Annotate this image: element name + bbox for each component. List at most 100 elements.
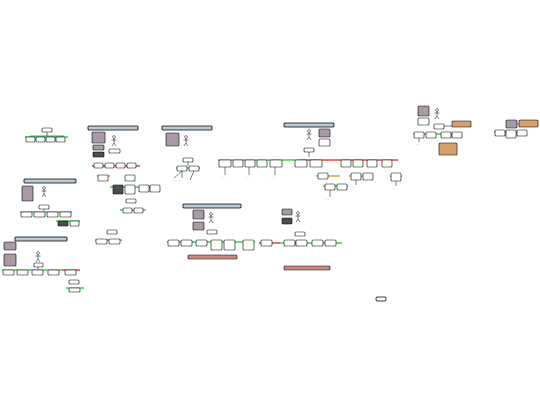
child-node[interactable] bbox=[309, 159, 323, 168]
process-node[interactable] bbox=[108, 148, 121, 154]
process-node[interactable] bbox=[294, 231, 306, 237]
child-node[interactable] bbox=[283, 239, 296, 247]
sub-node[interactable] bbox=[124, 184, 136, 195]
child-node[interactable] bbox=[195, 239, 208, 247]
alert-box[interactable] bbox=[187, 254, 238, 260]
child-node[interactable] bbox=[16, 269, 29, 276]
sub-node[interactable] bbox=[125, 198, 137, 204]
child-node[interactable] bbox=[244, 159, 256, 168]
leaf-node[interactable] bbox=[95, 238, 108, 245]
actor-card[interactable] bbox=[92, 144, 105, 151]
child-node[interactable] bbox=[366, 159, 378, 168]
child-node[interactable] bbox=[218, 159, 232, 168]
child-node[interactable] bbox=[242, 239, 255, 251]
sub-node[interactable] bbox=[57, 220, 69, 227]
child-node[interactable] bbox=[256, 159, 268, 168]
process-node[interactable] bbox=[92, 151, 105, 158]
root-node[interactable] bbox=[41, 127, 53, 133]
actor-card[interactable] bbox=[318, 138, 331, 147]
child-node[interactable] bbox=[64, 269, 77, 276]
child-node[interactable] bbox=[425, 131, 437, 139]
process-node[interactable] bbox=[106, 229, 118, 235]
child-node[interactable] bbox=[381, 159, 393, 168]
child-node[interactable] bbox=[31, 269, 44, 276]
child-node[interactable] bbox=[33, 211, 46, 218]
actor-card[interactable] bbox=[192, 209, 205, 220]
child-node[interactable] bbox=[35, 136, 46, 143]
leaf-node[interactable] bbox=[133, 207, 144, 214]
leaf-node[interactable] bbox=[108, 238, 121, 245]
child-node[interactable] bbox=[46, 211, 59, 218]
note-box[interactable] bbox=[451, 120, 472, 128]
child-node[interactable] bbox=[505, 129, 517, 139]
actor-card[interactable] bbox=[21, 185, 34, 202]
process-node[interactable] bbox=[206, 229, 218, 235]
child-node[interactable] bbox=[451, 131, 463, 139]
child-node[interactable] bbox=[93, 162, 104, 169]
note-box[interactable] bbox=[438, 142, 458, 156]
sub-node[interactable] bbox=[138, 184, 150, 193]
note-box[interactable] bbox=[518, 119, 539, 128]
child-node[interactable] bbox=[232, 159, 244, 168]
child-node[interactable] bbox=[2, 269, 15, 276]
sub-node[interactable] bbox=[124, 174, 136, 182]
child-node[interactable] bbox=[223, 239, 236, 251]
child-node[interactable] bbox=[440, 131, 452, 139]
child-node[interactable] bbox=[167, 239, 180, 247]
child-node[interactable] bbox=[311, 239, 324, 247]
child-node[interactable] bbox=[294, 159, 308, 168]
alert-box[interactable] bbox=[283, 265, 331, 271]
child-node[interactable] bbox=[210, 239, 223, 251]
child-node[interactable] bbox=[340, 159, 352, 168]
sub-node[interactable] bbox=[317, 172, 329, 180]
sub-node[interactable] bbox=[362, 172, 374, 181]
child-node[interactable] bbox=[55, 136, 66, 143]
sub-node[interactable] bbox=[350, 172, 362, 181]
child-node[interactable] bbox=[494, 129, 506, 137]
child-node[interactable] bbox=[126, 162, 137, 169]
child-node[interactable] bbox=[115, 162, 126, 169]
sub-node[interactable] bbox=[390, 172, 402, 182]
child-node[interactable] bbox=[47, 269, 60, 276]
actor-card[interactable] bbox=[192, 221, 205, 231]
actor-card[interactable] bbox=[417, 117, 430, 126]
process-node[interactable] bbox=[38, 204, 50, 210]
leaf-node[interactable] bbox=[122, 207, 133, 214]
sub-node[interactable] bbox=[324, 183, 336, 191]
child-node[interactable] bbox=[516, 129, 528, 137]
sub-node[interactable] bbox=[68, 287, 81, 293]
sub-node[interactable] bbox=[68, 279, 80, 285]
actor-card[interactable] bbox=[318, 128, 331, 138]
actor-card[interactable] bbox=[281, 217, 293, 225]
process-node[interactable] bbox=[303, 147, 315, 153]
process-node[interactable] bbox=[33, 262, 44, 268]
child-node[interactable] bbox=[20, 211, 33, 218]
legend-box[interactable] bbox=[375, 296, 387, 302]
child-node[interactable] bbox=[188, 165, 200, 172]
process-node[interactable] bbox=[433, 123, 445, 130]
child-node[interactable] bbox=[413, 131, 425, 139]
actor-card[interactable] bbox=[3, 253, 17, 267]
child-node[interactable] bbox=[180, 239, 193, 247]
actor-card[interactable] bbox=[91, 131, 106, 144]
actor-card[interactable] bbox=[3, 241, 17, 251]
sub-node[interactable] bbox=[69, 220, 80, 227]
child-node[interactable] bbox=[59, 211, 72, 218]
sub-node[interactable] bbox=[149, 184, 161, 193]
child-node[interactable] bbox=[260, 239, 273, 247]
child-node[interactable] bbox=[45, 136, 56, 143]
process-node[interactable] bbox=[182, 157, 194, 163]
child-node[interactable] bbox=[269, 159, 283, 168]
child-node[interactable] bbox=[295, 239, 308, 247]
sub-node[interactable] bbox=[112, 184, 124, 195]
child-node[interactable] bbox=[176, 165, 188, 172]
child-node[interactable] bbox=[104, 162, 115, 169]
child-node[interactable] bbox=[324, 239, 337, 247]
child-node[interactable] bbox=[352, 159, 364, 168]
actor-card[interactable] bbox=[165, 132, 180, 147]
actor-card[interactable] bbox=[505, 119, 518, 129]
actor-card[interactable] bbox=[417, 105, 430, 117]
actor-card[interactable] bbox=[281, 208, 293, 216]
child-node[interactable] bbox=[25, 136, 36, 143]
sub-node[interactable] bbox=[97, 174, 109, 182]
